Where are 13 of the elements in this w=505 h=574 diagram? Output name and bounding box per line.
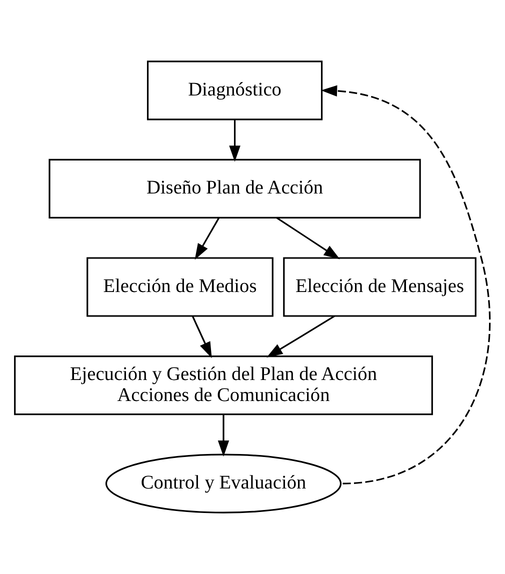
node-box: Elección de Mensajes [283, 257, 476, 317]
arrow [320, 85, 490, 484]
arrow [229, 120, 240, 162]
arrow [194, 217, 220, 260]
node-box: Diseño Plan de Acción [48, 158, 421, 219]
arrow [266, 315, 335, 358]
node-ellipse: Control y Evaluación [105, 454, 342, 514]
arrow [218, 414, 230, 457]
node-box: Ejecución y Gestión del Plan de Acción Acciones de Comunicación [14, 355, 433, 416]
node-box: Diagnóstico [146, 60, 323, 120]
node-box: Elección de Medios [86, 257, 274, 317]
arrow [276, 217, 340, 260]
arrow [192, 316, 212, 358]
